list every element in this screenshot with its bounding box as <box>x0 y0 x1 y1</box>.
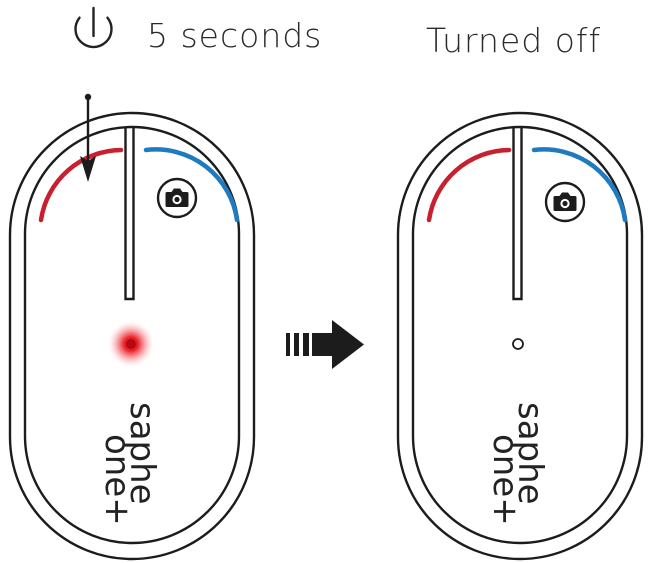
device-inner-shell <box>23 125 241 545</box>
device-outer-shell <box>396 111 644 561</box>
red-arc <box>38 147 124 223</box>
brand-line-2: one+ <box>97 434 137 526</box>
device-after: saphe one+ <box>396 111 644 561</box>
blue-arc <box>531 147 628 223</box>
led-glow <box>107 320 155 368</box>
led-off <box>512 338 524 350</box>
device-slot <box>512 127 523 301</box>
press-arrow-icon <box>80 93 96 182</box>
device-slot <box>124 127 135 301</box>
duration-label: 5 seconds <box>147 16 322 55</box>
brand-line-1: saphe <box>122 402 162 505</box>
result-label: Turned off <box>426 21 601 60</box>
device-before: saphe one+ <box>8 93 256 561</box>
brand-logo: saphe one+ <box>97 402 162 526</box>
camera-icon <box>544 181 586 223</box>
camera-icon <box>156 177 198 219</box>
brand-logo: saphe one+ <box>485 402 550 526</box>
brand-line-2: one+ <box>485 434 525 526</box>
blue-arc <box>143 147 240 223</box>
brand-line-1: saphe <box>510 402 550 505</box>
transition-arrow-icon <box>286 320 364 369</box>
power-icon <box>74 6 113 49</box>
red-arc <box>426 147 512 223</box>
device-inner-shell <box>411 125 629 545</box>
